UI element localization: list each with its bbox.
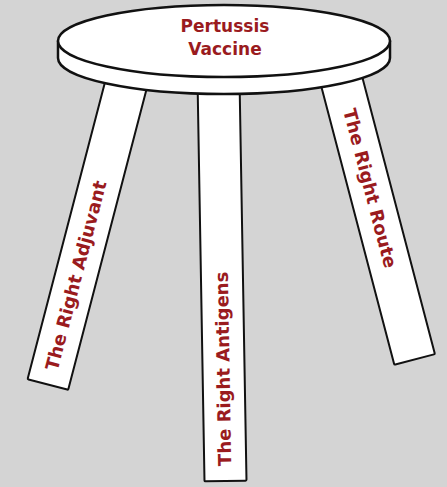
stool-leg: The Right Adjuvant — [27, 72, 150, 390]
stool-seat: Pertussis Vaccine — [57, 3, 393, 103]
seat-label: Pertussis Vaccine — [163, 15, 287, 61]
leg-label: The Right Adjuvant — [42, 178, 112, 372]
stool-leg: The Right Route — [320, 72, 437, 365]
stool-leg: The Right Antigens — [197, 80, 248, 483]
seat-top — [58, 5, 390, 77]
leg-label: The Right Route — [339, 106, 402, 270]
leg-label: The Right Antigens — [212, 272, 237, 467]
